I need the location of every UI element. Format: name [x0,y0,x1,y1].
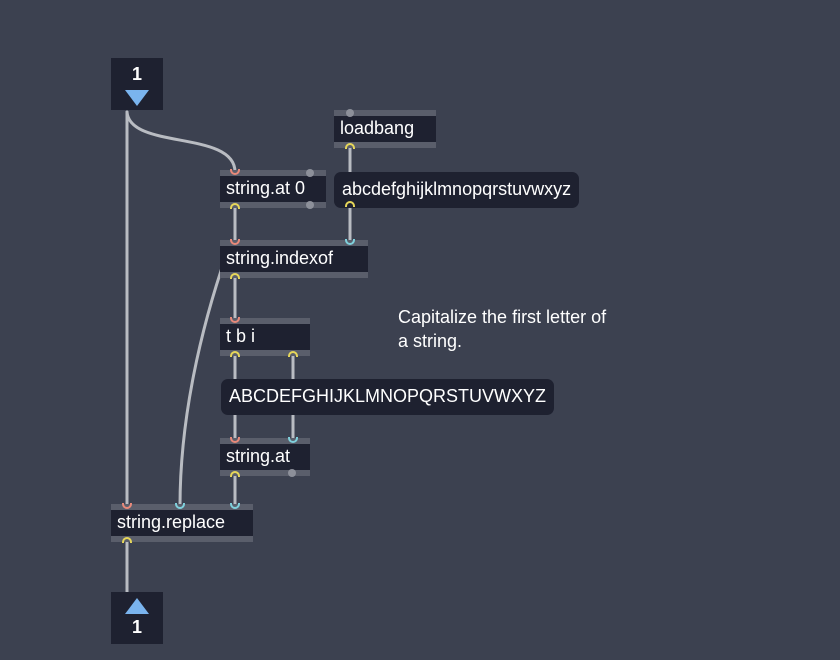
string-replace-object[interactable]: string.replace [111,503,253,543]
inlet-port-right[interactable] [230,503,240,509]
inlet-port-left[interactable] [230,239,240,245]
outlet-port[interactable] [230,471,240,477]
outlet-port-right[interactable] [288,351,298,357]
outlet-object[interactable]: 1 [111,592,163,644]
string-at-0-object[interactable]: string.at 0 [220,169,326,209]
inlet-port-right[interactable] [345,239,355,245]
inlet-port[interactable] [230,317,240,323]
cord-inlet-to-string-at-0 [125,110,237,174]
object-label: string.replace [117,512,226,532]
lowercase-alphabet-message[interactable]: abcdefghijklmnopqrstuvwxyz [334,172,580,208]
patch-comment: Capitalize the first letter of a string. [398,307,607,351]
trigger-object[interactable]: t b i [220,317,310,357]
string-indexof-object[interactable]: string.indexof [220,239,368,279]
outlet-number: 1 [131,617,142,637]
outlet-port[interactable] [230,203,240,209]
inlet-port-middle[interactable] [175,503,185,509]
object-label: string.at [226,446,291,466]
string-at-object[interactable]: string.at [220,437,310,477]
outlet-port[interactable] [122,537,132,543]
object-label: loadbang [340,118,415,138]
uppercase-alphabet-message[interactable]: ABCDEFGHIJKLMNOPQRSTUVWXYZ [221,379,555,415]
loadbang-object[interactable]: loadbang [334,109,436,149]
inlet-port-left[interactable] [230,437,240,443]
inlet-arrow-icon [125,90,149,106]
outlet-port[interactable] [345,143,355,149]
object-label: string.at 0 [226,178,306,198]
inlet-object[interactable]: 1 [111,58,163,110]
outlet-arrow-icon [125,598,149,614]
object-label: t b i [226,326,256,346]
loadbang-indicator-icon [346,109,354,117]
inlet-port-left[interactable] [122,503,132,509]
inlet-port-right[interactable] [288,437,298,443]
message-outlet-port[interactable] [345,201,355,207]
inlet-port[interactable] [230,169,240,175]
inlet-number: 1 [131,64,142,84]
object-label: string.indexof [226,248,334,268]
outlet-port[interactable] [230,273,240,279]
outlet-port-left[interactable] [230,351,240,357]
